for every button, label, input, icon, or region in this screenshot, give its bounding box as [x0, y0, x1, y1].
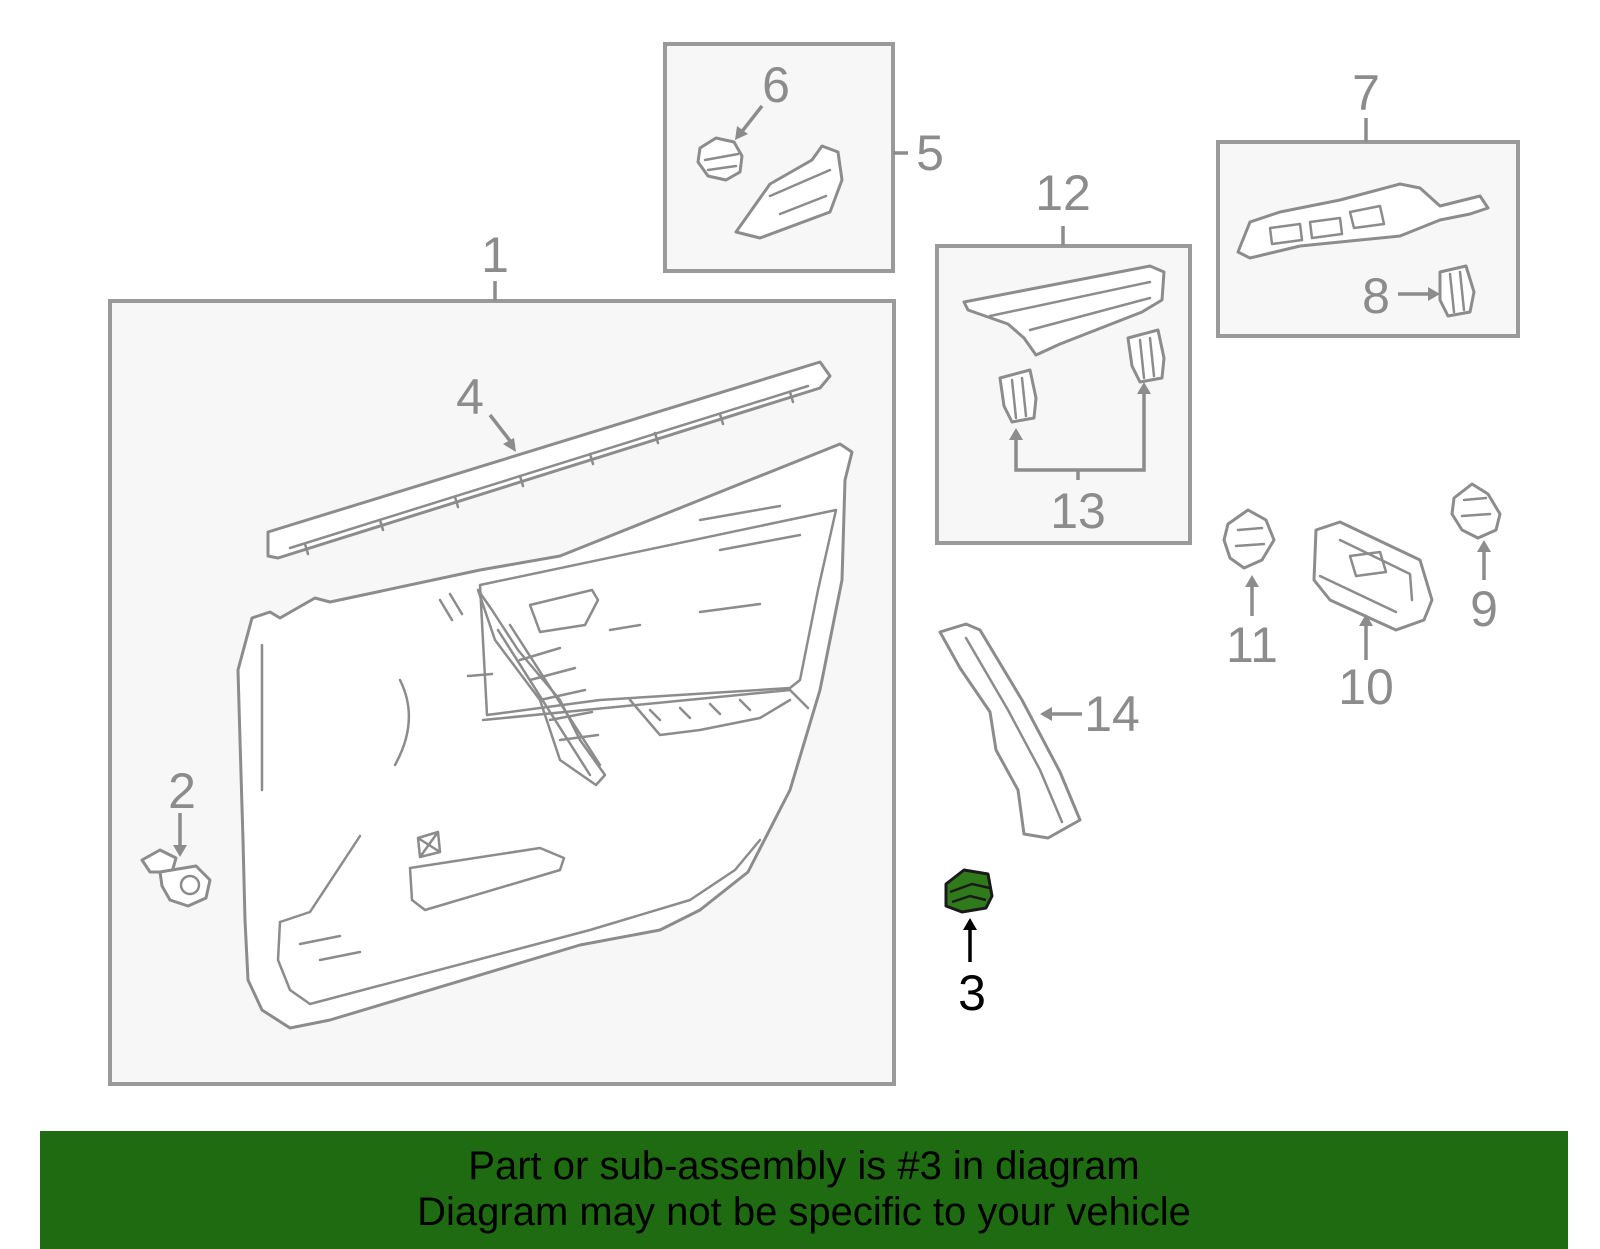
- part-13-clip-left[interactable]: [998, 368, 1038, 424]
- part-4-belt-moulding[interactable]: [266, 360, 832, 560]
- callout-10: 10: [1338, 659, 1394, 715]
- part-7-switch-bezel[interactable]: [1236, 182, 1490, 260]
- callout-6: 6: [762, 57, 790, 113]
- part-6-clip[interactable]: [696, 136, 744, 182]
- part-12-armrest-cover[interactable]: [962, 264, 1166, 357]
- callout-1: 1: [481, 227, 509, 283]
- callout-13: 13: [1050, 483, 1106, 539]
- callout-11: 11: [1226, 617, 1278, 673]
- info-banner: Part or sub-assembly is #3 in diagram Di…: [40, 1131, 1568, 1249]
- callout-2: 2: [168, 763, 196, 819]
- part-3-highlighted-pad[interactable]: [944, 868, 994, 914]
- callout-9: 9: [1470, 581, 1498, 637]
- part-13-clip-right[interactable]: [1126, 328, 1166, 384]
- part-10-window-switch[interactable]: [1312, 520, 1434, 632]
- banner-line-2: Diagram may not be specific to your vehi…: [417, 1190, 1191, 1234]
- part-5-trim-cover[interactable]: [734, 144, 844, 240]
- banner-line-1: Part or sub-assembly is #3 in diagram: [468, 1144, 1140, 1188]
- callout-3: 3: [958, 965, 986, 1021]
- part-9-clip[interactable]: [1450, 482, 1502, 540]
- callout-4: 4: [456, 369, 484, 425]
- callout-14: 14: [1084, 686, 1140, 742]
- part-11-clip[interactable]: [1222, 508, 1276, 570]
- callout-12: 12: [1035, 165, 1091, 221]
- callout-7: 7: [1352, 65, 1380, 121]
- part-2-clip[interactable]: [140, 848, 212, 908]
- part-8-clip[interactable]: [1438, 264, 1476, 318]
- part-1-door-trim-panel[interactable]: [236, 442, 854, 1030]
- part-14-side-trim[interactable]: [938, 622, 1082, 840]
- callout-8: 8: [1362, 268, 1390, 324]
- callout-5: 5: [916, 125, 944, 181]
